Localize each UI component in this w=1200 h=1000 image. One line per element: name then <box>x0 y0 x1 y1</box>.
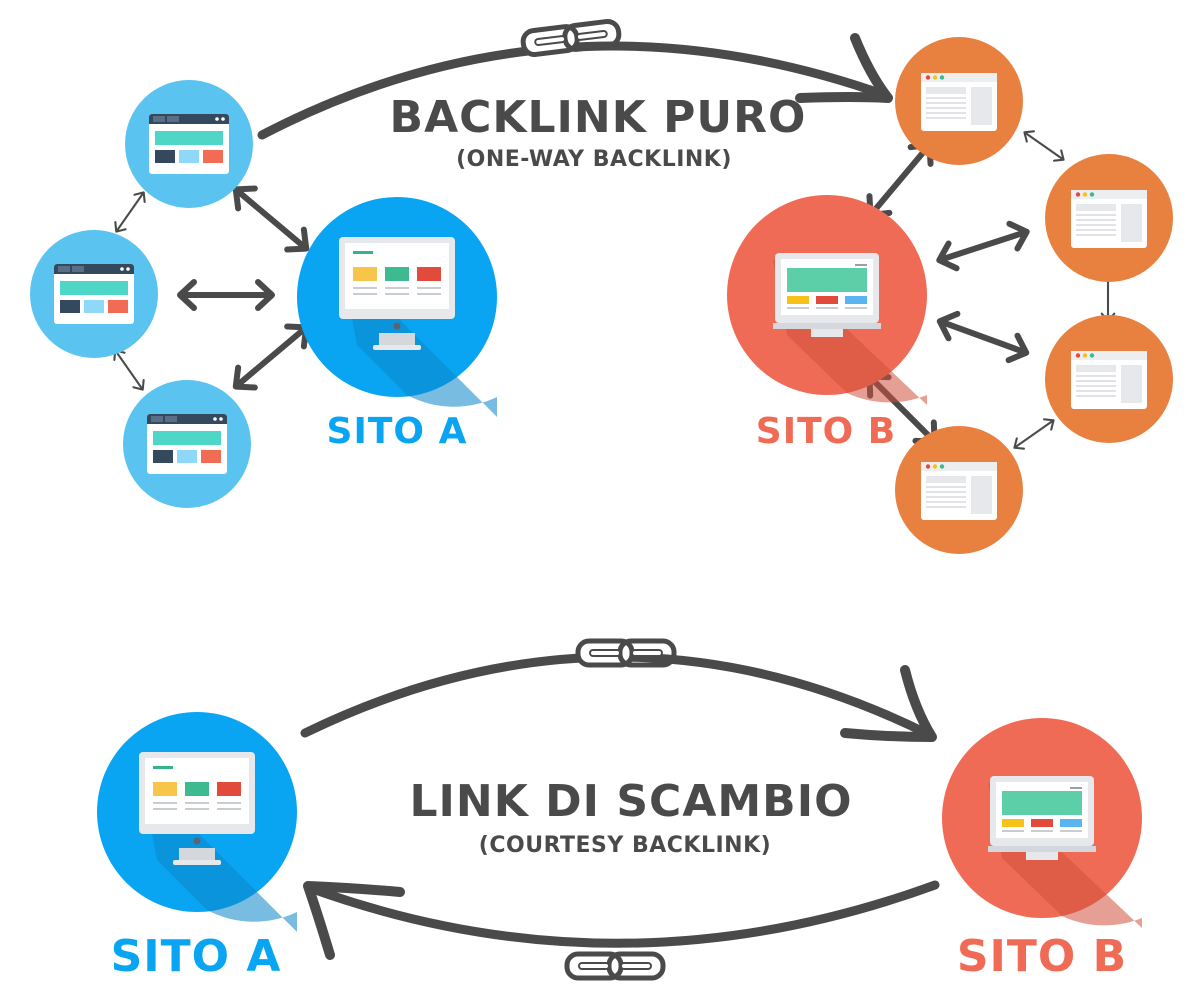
site-b-monitor-icon <box>727 195 927 405</box>
double-arrow-icon <box>1018 125 1070 167</box>
chain-link-icon <box>567 954 663 978</box>
double-arrow-icon <box>227 179 314 258</box>
satellite-site-icon <box>30 230 158 358</box>
satellite-site-icon <box>895 426 1023 554</box>
bottom-section: LINK DI SCAMBIO (COURTESY BACKLINK) SITO… <box>97 641 1142 982</box>
site-b-label: SITO B <box>756 411 896 452</box>
bottom-title: LINK DI SCAMBIO <box>410 776 853 827</box>
site-b-label: SITO B <box>957 931 1127 982</box>
double-arrow-icon <box>935 219 1031 272</box>
arrowhead-icon <box>795 33 893 103</box>
satellite-site-icon <box>895 37 1023 165</box>
double-arrow-icon <box>180 282 272 308</box>
outgoing-link-arc <box>300 652 935 740</box>
return-link-arc <box>305 880 940 948</box>
bottom-subtitle: (COURTESY BACKLINK) <box>479 833 771 858</box>
satellite-site-icon <box>125 80 253 208</box>
site-a-label: SITO A <box>327 411 468 452</box>
site-a-label: SITO A <box>111 931 282 982</box>
satellite-site-icon <box>1045 315 1173 443</box>
satellite-site-icon <box>123 380 251 508</box>
top-section: BACKLINK PURO (ONE-WAY BACKLINK) SITO A … <box>30 20 1173 554</box>
site-a-monitor-icon <box>97 712 297 932</box>
double-arrow-icon <box>1008 413 1060 455</box>
site-a-monitor-icon <box>297 197 497 417</box>
double-arrow-icon <box>109 186 151 238</box>
site-b-monitor-icon <box>942 718 1142 928</box>
double-arrow-icon <box>935 309 1030 365</box>
satellite-site-icon <box>1045 154 1173 282</box>
arrowhead-icon <box>840 665 937 742</box>
top-subtitle: (ONE-WAY BACKLINK) <box>456 147 732 172</box>
double-arrow-icon <box>227 317 314 396</box>
top-title: BACKLINK PURO <box>390 92 807 143</box>
arrowhead-icon <box>303 881 405 960</box>
